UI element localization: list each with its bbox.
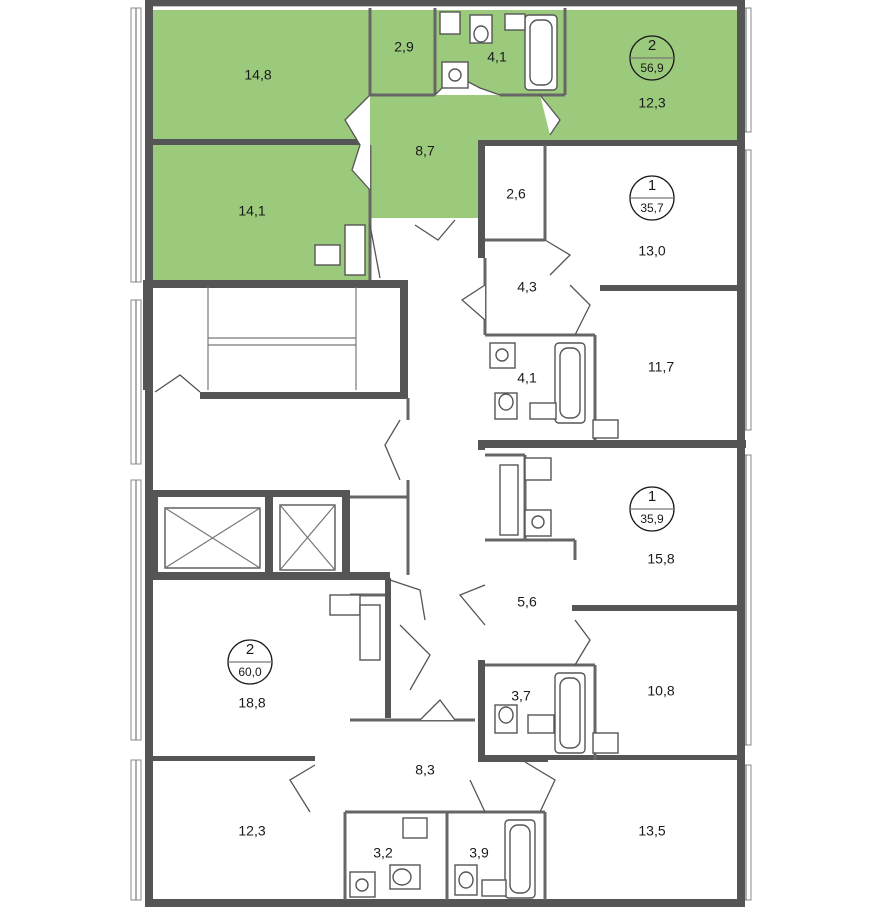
room-area-label: 13,0 [638,243,665,259]
room-area-label: 10,8 [647,683,674,699]
apartment-area: 35,7 [640,201,664,215]
walls [143,0,746,907]
apartment-rooms: 2 [648,37,656,54]
apartment-rooms: 2 [246,641,254,658]
room-area-label: 4,1 [487,49,507,65]
room-area-label: 2,6 [506,186,526,202]
room-area-label: 11,7 [648,359,674,375]
room-area-label: 8,3 [415,762,435,778]
apartment-badge-4: 2 60,0 [227,639,273,685]
apartment-badge-1: 2 56,9 [629,35,675,81]
apartment-area: 60,0 [238,665,262,679]
room-area-label: 13,5 [638,823,665,839]
room-area-labels: 14,8 2,9 4,1 12,3 8,7 14,1 2,6 13,0 4,3 … [238,39,674,861]
room-area-label: 5,6 [517,594,537,610]
room-area-label: 12,3 [638,95,665,111]
apartment-rooms: 1 [648,177,656,194]
apartment-badge-3: 1 35,9 [629,486,675,532]
room-area-label: 2,9 [394,39,414,55]
apartment-area: 56,9 [640,61,664,75]
room-area-label: 4,3 [517,279,537,295]
room-area-label: 3,9 [469,845,489,861]
room-area-label: 3,7 [511,688,531,704]
room-area-label: 14,1 [238,203,265,219]
room-area-label: 14,8 [244,67,271,83]
staircase [207,287,357,390]
apartment-area: 35,9 [640,512,664,526]
room-area-label: 8,7 [415,143,435,159]
elevators [164,492,336,571]
doors [154,74,591,813]
apartment-rooms: 1 [648,488,656,505]
room-area-label: 15,8 [647,551,674,567]
sanitary-fixtures [314,11,619,899]
highlighted-apartment[interactable] [150,10,745,280]
room-area-label: 4,1 [517,370,537,386]
room-area-label: 12,3 [238,823,265,839]
room-area-label: 18,8 [238,695,265,711]
room-area-label: 3,2 [373,845,393,861]
apartment-badge-2: 1 35,7 [629,175,675,221]
